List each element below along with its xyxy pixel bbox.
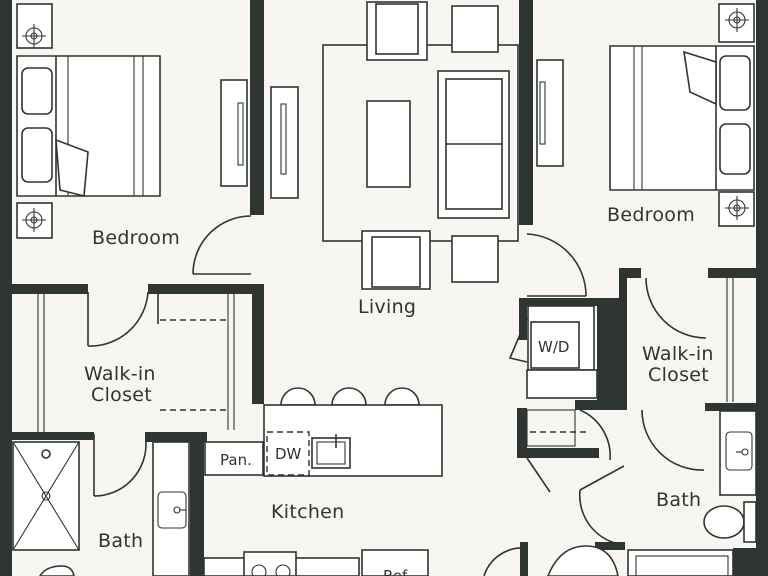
bedroom-left-door (192, 215, 252, 275)
room-label-kitchen: Kitchen (271, 501, 345, 523)
dishwasher-label: DW (275, 445, 302, 463)
room-label-bath-right: Bath (656, 489, 701, 511)
walkin-left-details (37, 291, 235, 432)
room-label-living: Living (358, 296, 416, 318)
room-label-walkin-right-1: Walk-in (642, 343, 714, 365)
bedroom-right-furniture (536, 3, 755, 227)
room-label-walkin-left-2: Closet (91, 384, 152, 406)
kitchen-fixtures (203, 387, 443, 576)
bedroom-left-furniture (16, 3, 248, 239)
bath-right-fixtures (483, 409, 757, 576)
living-furniture (270, 1, 519, 290)
room-label-bedroom-left: Bedroom (92, 227, 180, 249)
laundry-fixtures (508, 305, 619, 403)
room-label-walkin-right-2: Closet (648, 364, 709, 386)
room-label-bath-left: Bath (98, 530, 143, 552)
washer-dryer-label: W/D (538, 338, 569, 356)
bedroom-right-door (526, 233, 587, 297)
room-label-walkin-left-1: Walk-in (84, 363, 156, 385)
fridge-label: Ref (383, 567, 408, 576)
walkin-right-details (526, 277, 734, 493)
bath-left-fixtures (12, 434, 190, 576)
room-label-bedroom-right: Bedroom (607, 204, 695, 226)
pantry-label: Pan. (220, 451, 252, 469)
